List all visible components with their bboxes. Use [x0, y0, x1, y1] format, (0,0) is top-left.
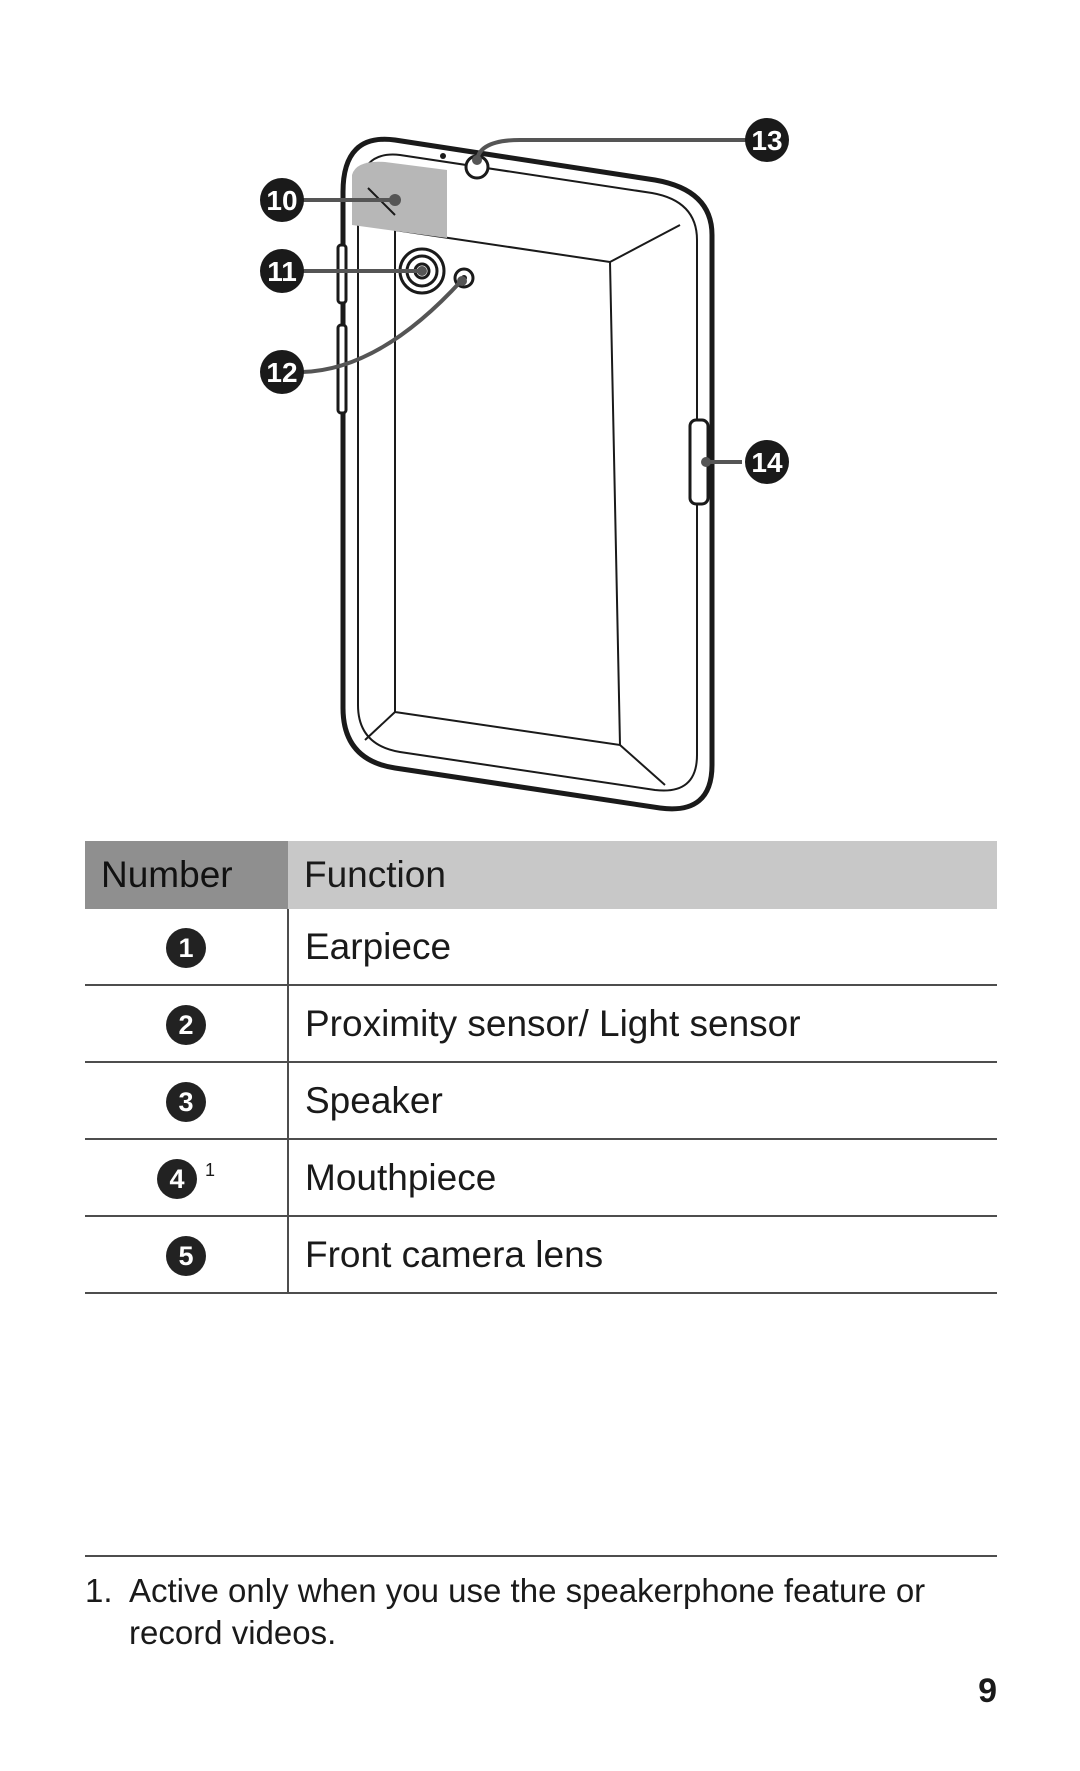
- page-number: 9: [978, 1672, 997, 1710]
- footnote-marker: 1.: [85, 1572, 113, 1609]
- footnote-text: Active only when you use the speakerphon…: [129, 1572, 926, 1651]
- number-badge: 3: [166, 1082, 206, 1123]
- table-row: 5 Front camera lens: [85, 1216, 997, 1294]
- footnote-divider: [85, 1555, 997, 1557]
- svg-text:12: 12: [266, 357, 297, 388]
- number-badge: 2: [166, 1005, 206, 1046]
- number-badge: 1: [166, 928, 206, 969]
- side-button-lower: [336, 323, 348, 415]
- function-cell: Mouthpiece: [288, 1139, 997, 1217]
- number-badge: 5: [166, 1236, 206, 1277]
- svg-text:11: 11: [267, 256, 297, 287]
- footnote-reference: 1: [204, 1159, 215, 1180]
- footnote: 1. Active only when you use the speakerp…: [85, 1570, 997, 1654]
- svg-text:14: 14: [751, 447, 783, 478]
- table-row: 2 Proximity sensor/ Light sensor: [85, 985, 997, 1063]
- function-cell: Speaker: [288, 1062, 997, 1140]
- header-function: Function: [288, 841, 997, 909]
- device-outline: [340, 136, 715, 812]
- table-row: 3 Speaker: [85, 1062, 997, 1140]
- side-button-upper: [336, 243, 348, 305]
- table-header-row: Number Function: [85, 841, 997, 909]
- number-badge: 4: [156, 1159, 197, 1200]
- callout-12: 12: [260, 350, 304, 394]
- svg-text:10: 10: [266, 185, 297, 216]
- callout-11: 11: [260, 249, 304, 293]
- function-cell: Proximity sensor/ Light sensor: [288, 985, 997, 1063]
- callout-13: 13: [745, 118, 789, 162]
- table-row: 1 Earpiece: [85, 909, 997, 986]
- callout-14: 14: [745, 440, 789, 484]
- svg-text:13: 13: [751, 125, 782, 156]
- header-number: Number: [85, 841, 288, 909]
- device-back-diagram: 10 11 12 13 14: [260, 118, 789, 812]
- function-cell: Front camera lens: [288, 1216, 997, 1294]
- function-cell: Earpiece: [288, 909, 997, 986]
- function-table: Number Function 1 Earpiece 2 Proximity s…: [85, 841, 997, 1294]
- callout-10: 10: [260, 178, 304, 222]
